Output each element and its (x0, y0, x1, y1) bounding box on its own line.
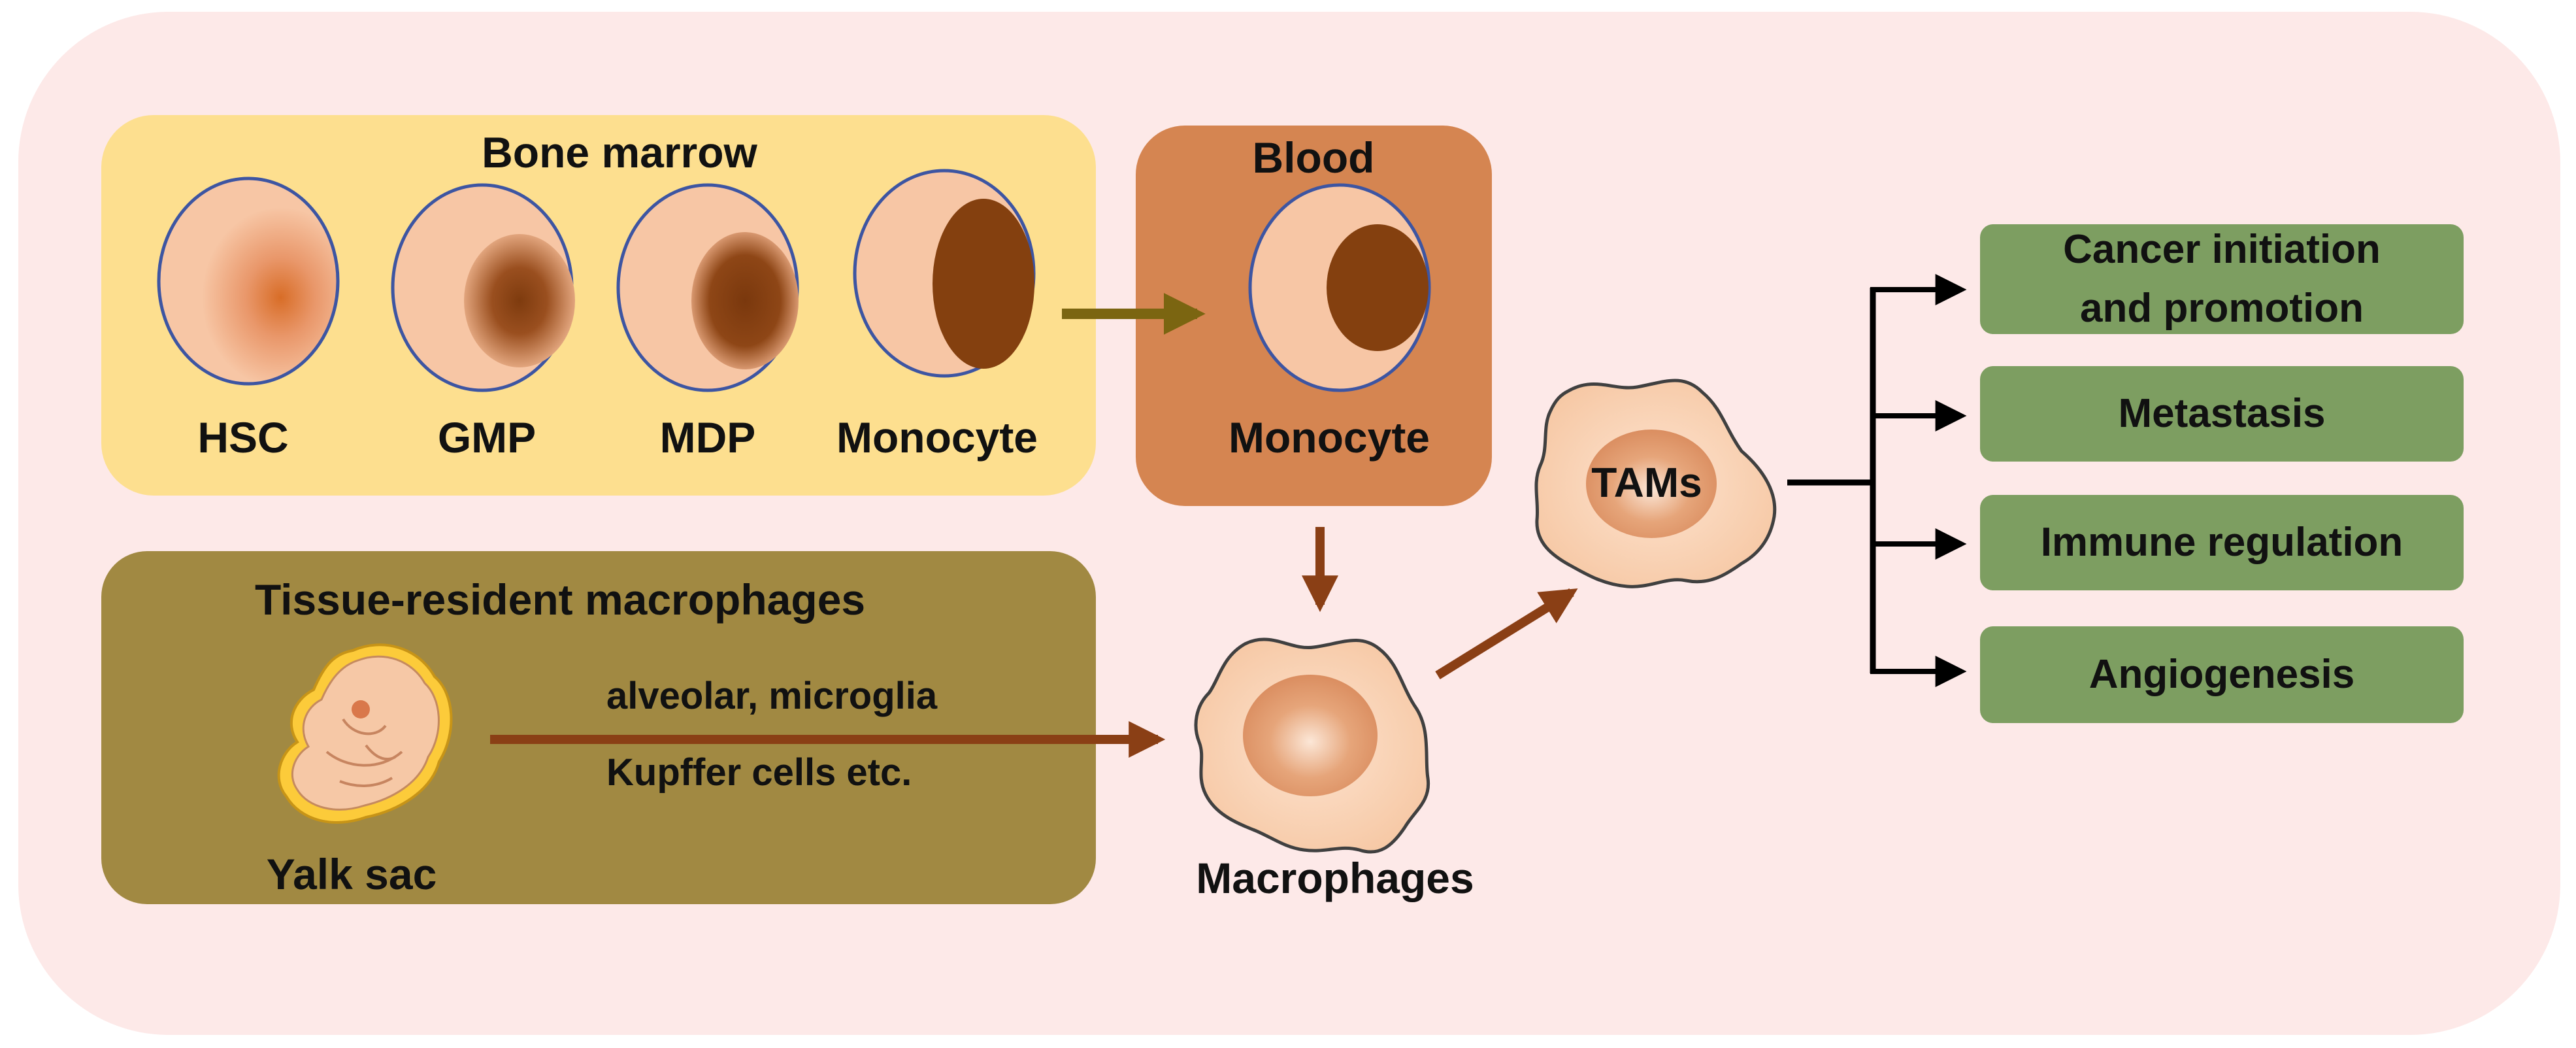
mdp-cell-icon (616, 183, 799, 392)
gmp-label: GMP (437, 413, 537, 462)
blood-monocyte-cell-icon (1248, 183, 1431, 392)
arrow-macrophages-to-tams (1435, 588, 1578, 679)
bone-marrow-box (101, 115, 1096, 496)
yolk-sac-label: Yalk sac (266, 850, 437, 898)
gmp-cell-icon (391, 183, 575, 392)
tissue-examples-line1: alveolar, microglia (606, 675, 938, 717)
blood-monocyte-label: Monocyte (1228, 413, 1430, 462)
bone-marrow-title: Bone marrow (482, 128, 757, 177)
hsc-label: HSC (197, 413, 289, 462)
tissue-resident-title: Tissue-resident macrophages (255, 575, 866, 624)
blood-title: Blood (1252, 133, 1375, 182)
mdp-label: MDP (659, 413, 756, 462)
macrophages-label: Macrophages (1196, 854, 1474, 902)
outcome-metastasis: Metastasis (1980, 366, 2464, 462)
outcome-cancer-initiation-line2: and promotion (2080, 286, 2364, 331)
monocyte-label: Monocyte (836, 413, 1038, 462)
outcome-immune-regulation-label: Immune regulation (2040, 520, 2403, 566)
macrophage-cell-icon (1194, 637, 1430, 854)
outcome-cancer-initiation: Cancer initiation and promotion (1980, 224, 2464, 334)
outcome-metastasis-label: Metastasis (2118, 391, 2326, 437)
hsc-cell-icon (157, 177, 340, 386)
tissue-examples-line2: Kupffer cells etc. (606, 751, 912, 794)
tam-cell-icon (1534, 379, 1777, 588)
outcome-immune-regulation: Immune regulation (1980, 495, 2464, 590)
yolk-sac-embryo-icon (277, 643, 453, 824)
outcome-bracket (1787, 274, 1967, 687)
outcome-angiogenesis-label: Angiogenesis (2089, 652, 2355, 698)
outcome-cancer-initiation-line1: Cancer initiation (2063, 227, 2381, 273)
monocyte-cell-icon (853, 169, 1036, 378)
tams-label: TAMs (1591, 459, 1702, 506)
outcome-angiogenesis: Angiogenesis (1980, 626, 2464, 723)
